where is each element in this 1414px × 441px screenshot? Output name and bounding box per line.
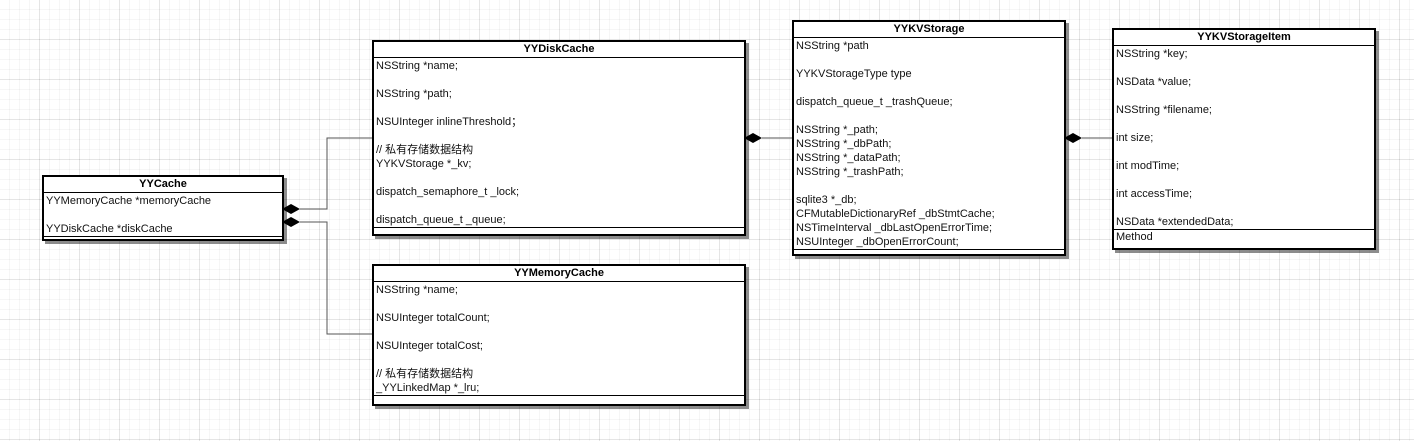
composition-diamond-icon	[1064, 133, 1082, 143]
attribute-spacer	[376, 73, 742, 87]
class-attribute: CFMutableDictionaryRef _dbStmtCache;	[796, 208, 995, 220]
class-attribute: int size;	[1116, 132, 1154, 144]
class-box-yykvstorageitem[interactable]: YYKVStorageItem NSString *key; NSData *va…	[1112, 28, 1376, 250]
class-attribute: NSString *_path;	[796, 124, 878, 136]
class-attribute: NSString *path	[796, 40, 869, 52]
attribute-spacer	[46, 208, 280, 222]
class-attribute: int accessTime;	[1116, 188, 1193, 200]
attribute-spacer	[796, 81, 1062, 95]
class-attribute: NSString *name;	[376, 60, 458, 72]
class-attributes: NSString *key; NSData *value; NSString *fi…	[1114, 46, 1374, 229]
composition-diamond-icon	[744, 133, 762, 143]
attribute-spacer	[796, 109, 1062, 123]
class-attribute: NSString *name;	[376, 284, 458, 296]
class-attribute: dispatch_queue_t _trashQueue;	[796, 96, 953, 108]
class-methods-section	[794, 249, 1064, 253]
class-box-yymemorycache[interactable]: YYMemoryCache NSString *name; NSUInteger …	[372, 264, 746, 406]
class-attribute: NSUInteger totalCount;	[376, 312, 490, 324]
attribute-spacer	[376, 171, 742, 185]
class-attributes: NSString *name; NSString *path; NSUInteger…	[374, 58, 744, 227]
class-attribute: // 私有存储数据结构	[376, 368, 474, 380]
class-method: Method	[1114, 229, 1374, 244]
attribute-spacer	[1116, 201, 1372, 215]
class-attribute: NSData *value;	[1116, 76, 1192, 88]
class-title: YYMemoryCache	[374, 266, 744, 282]
class-attribute: YYKVStorage *_kv;	[376, 158, 472, 170]
class-attribute: YYKVStorageType type	[796, 68, 912, 80]
class-attributes: NSString *name; NSUInteger totalCount; NSU…	[374, 282, 744, 395]
attribute-spacer	[376, 129, 742, 143]
class-attribute: _YYLinkedMap *_lru;	[376, 382, 480, 394]
class-attribute: NSString *_dbPath;	[796, 138, 892, 150]
class-attribute: int modTime;	[1116, 160, 1180, 172]
class-attribute: NSUInteger totalCost;	[376, 340, 483, 352]
attribute-spacer	[796, 179, 1062, 193]
attribute-spacer	[376, 101, 742, 115]
attribute-spacer	[1116, 61, 1372, 75]
class-attribute: NSData *extendedData;	[1116, 216, 1234, 228]
class-attribute: NSUInteger _dbOpenErrorCount;	[796, 236, 959, 248]
class-attribute: // 私有存储数据结构	[376, 144, 474, 156]
connector-cache-to-memorycache	[300, 221, 374, 335]
attribute-spacer	[1116, 173, 1372, 187]
class-title: YYKVStorage	[794, 22, 1064, 38]
class-methods-section	[44, 236, 282, 239]
class-methods-section	[374, 395, 744, 399]
attribute-spacer	[376, 297, 742, 311]
class-title: YYDiskCache	[374, 42, 744, 58]
attribute-spacer	[1116, 89, 1372, 103]
attribute-spacer	[796, 53, 1062, 67]
connector-cache-to-diskcache	[300, 137, 374, 210]
class-attribute: dispatch_queue_t _queue;	[376, 214, 506, 226]
class-attribute: sqlite3 *_db;	[796, 194, 857, 206]
class-attribute: NSUInteger inlineThreshold；	[376, 116, 523, 128]
attribute-spacer	[376, 199, 742, 213]
class-box-yydiskcache[interactable]: YYDiskCache NSString *name; NSString *pat…	[372, 40, 746, 236]
composition-diamond-icon	[282, 204, 300, 214]
attribute-spacer	[376, 325, 742, 339]
class-attribute: NSString *path;	[376, 88, 452, 100]
class-attribute: NSString *_trashPath;	[796, 166, 904, 178]
attribute-spacer	[376, 353, 742, 367]
class-attribute: YYMemoryCache *memoryCache	[46, 195, 212, 207]
attribute-spacer	[1116, 145, 1372, 159]
class-attribute: dispatch_semaphore_t _lock;	[376, 186, 520, 198]
class-attribute: YYDiskCache *diskCache	[46, 223, 173, 235]
class-attribute: NSString *key;	[1116, 48, 1188, 60]
composition-diamond-icon	[282, 217, 300, 227]
attribute-spacer	[1116, 117, 1372, 131]
class-title: YYKVStorageItem	[1114, 30, 1374, 46]
class-attribute: NSTimeInterval _dbLastOpenErrorTime;	[796, 222, 993, 234]
class-attribute: NSString *filename;	[1116, 104, 1212, 116]
class-attribute: NSString *_dataPath;	[796, 152, 901, 164]
class-title: YYCache	[44, 177, 282, 193]
class-methods-section	[374, 227, 744, 231]
